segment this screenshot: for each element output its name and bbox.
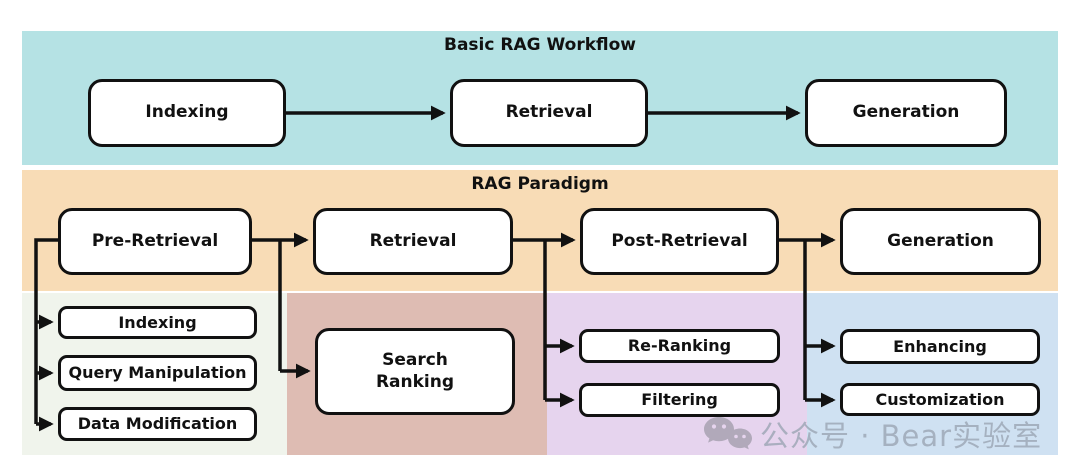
node-sub-enhancing: Enhancing <box>840 329 1040 364</box>
watermark: 公众号 · Bear实验室 <box>703 413 1042 455</box>
node-sub-filtering: Filtering <box>579 383 780 417</box>
watermark-text: 公众号 · Bear实验室 <box>760 419 1043 453</box>
node-paradigm-retrieval: Retrieval <box>313 208 513 275</box>
node-sub-re-ranking: Re-Ranking <box>579 329 780 363</box>
wechat-icon <box>704 417 752 450</box>
generation-group-band <box>807 293 1058 455</box>
node-basic-retrieval: Retrieval <box>450 79 648 147</box>
node-basic-indexing: Indexing <box>88 79 286 147</box>
node-basic-generation: Generation <box>805 79 1007 147</box>
node-paradigm-generation: Generation <box>840 208 1041 275</box>
node-sub-query-manipulation: Query Manipulation <box>58 355 257 391</box>
node-paradigm-pre-retrieval: Pre-Retrieval <box>58 208 252 275</box>
node-sub-customization: Customization <box>840 383 1040 416</box>
node-sub-data-modification: Data Modification <box>58 407 257 441</box>
basic-rag-title: Basic RAG Workflow <box>444 35 636 55</box>
rag-paradigm-title: RAG Paradigm <box>471 174 609 194</box>
node-paradigm-post-retrieval: Post-Retrieval <box>580 208 779 275</box>
node-sub-search-ranking: Search Ranking <box>315 328 515 415</box>
node-sub-indexing: Indexing <box>58 306 257 339</box>
post-retrieval-group-band <box>547 293 807 455</box>
